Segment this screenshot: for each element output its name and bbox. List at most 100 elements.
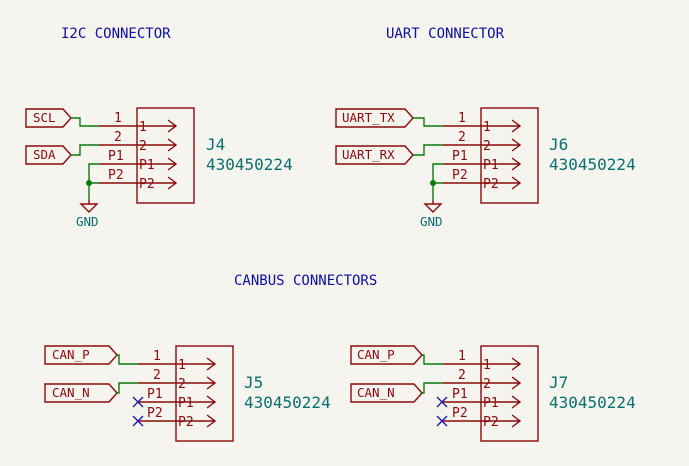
j6-pin-number-1: 1 (458, 111, 466, 126)
j4-pin-number-p1: P1 (108, 149, 124, 164)
no-connect-icon (436, 415, 448, 427)
j5-pin-name-2: 2 (178, 377, 186, 392)
no-connect-icon (132, 396, 144, 408)
j6-part-number: 430450224 (549, 155, 636, 174)
j4-pin-name-p1: P1 (139, 158, 155, 173)
j6-pin-name-p2: P2 (483, 177, 499, 192)
connector-j6[interactable]: 1 2 P1 P2 1 2 P1 P2 J6 430450224 (443, 107, 636, 204)
j6-net-uart-tx[interactable]: UART_TX (335, 108, 443, 128)
j5-pin-name-p2: P2 (178, 415, 194, 430)
j4-pin-name-p2: P2 (139, 177, 155, 192)
wire-can-p (117, 354, 138, 365)
j5-pin-number-p2: P2 (147, 406, 163, 421)
net-label-uart-tx-shape (335, 108, 414, 128)
j5-part-number: 430450224 (244, 393, 331, 412)
uart-section-title: UART CONNECTOR (386, 26, 505, 42)
j4-part-number: 430450224 (206, 155, 293, 174)
j5-pin-name-1: 1 (178, 358, 186, 373)
ground-label: GND (420, 214, 443, 229)
j4-pin-lines (99, 119, 178, 190)
i2c-section-title: I2C CONNECTOR (61, 26, 171, 42)
j4-net-sda[interactable]: SDA (25, 144, 99, 165)
net-label-can-p-shape (44, 345, 118, 365)
j4-pin-name-2: 2 (139, 139, 147, 154)
ground-label: GND (76, 214, 99, 229)
junction-dot (86, 180, 92, 186)
j6-net-uart-rx[interactable]: UART_RX (335, 144, 443, 165)
wire-can-n (117, 382, 138, 394)
j5-net-can-n[interactable]: CAN_N (44, 382, 138, 403)
wire-scl (71, 117, 99, 127)
j5-pin-name-p1: P1 (178, 396, 194, 411)
j6-body (480, 107, 539, 204)
j5-pin-lines (138, 357, 217, 428)
net-label-uart-rx: UART_RX (342, 147, 395, 162)
wire-uart-tx (413, 117, 443, 127)
j6-ground[interactable]: GND (420, 163, 443, 229)
net-label-sda-shape (25, 145, 72, 165)
wire-uart-rx (413, 144, 443, 156)
ground-symbol-icon (79, 200, 99, 213)
j5-pin-number-p1: P1 (147, 387, 163, 402)
j7-pin-lines (443, 357, 522, 428)
net-label-can-p: CAN_P (52, 347, 90, 362)
net-label-sda: SDA (33, 147, 56, 162)
j6-pin-number-p2: P2 (452, 168, 468, 183)
j6-reference: J6 (549, 135, 568, 154)
connector-j5[interactable]: 1 2 P1 P2 1 2 P1 P2 J5 430450224 (132, 345, 331, 442)
j5-reference: J5 (244, 373, 263, 392)
j5-pin-number-2: 2 (153, 368, 161, 383)
j6-pin-name-1: 1 (483, 120, 491, 135)
j4-reference: J4 (206, 135, 225, 154)
net-label-can-n: CAN_N (52, 385, 90, 400)
j7-reference: J7 (549, 373, 568, 392)
net-label-scl-shape (25, 108, 72, 128)
j6-pin-number-p1: P1 (452, 149, 468, 164)
j4-pin-number-p2: P2 (108, 168, 124, 183)
canbus-section-title: CANBUS CONNECTORS (234, 273, 377, 289)
j7-net-can-p[interactable]: CAN_P (350, 345, 443, 365)
connector-j7[interactable]: 1 2 P1 P2 1 2 P1 P2 J7 430450224 (436, 345, 636, 442)
net-label-uart-tx: UART_TX (342, 110, 395, 125)
j5-body (175, 345, 234, 442)
j7-pin-number-1: 1 (458, 349, 466, 364)
net-label-can-n-shape (44, 383, 118, 403)
j7-pin-number-p2: P2 (452, 406, 468, 421)
wire-can-p (422, 354, 443, 365)
j7-part-number: 430450224 (549, 393, 636, 412)
j6-pin-lines (443, 119, 522, 190)
j7-net-can-n[interactable]: CAN_N (350, 382, 443, 403)
j4-pin-name-1: 1 (139, 120, 147, 135)
j7-pin-name-p2: P2 (483, 415, 499, 430)
ground-symbol-icon (423, 200, 443, 213)
j7-pin-name-2: 2 (483, 377, 491, 392)
j5-net-can-p[interactable]: CAN_P (44, 345, 138, 365)
j4-net-scl[interactable]: SCL (25, 108, 99, 128)
j5-pin-number-1: 1 (153, 349, 161, 364)
j6-pin-name-p1: P1 (483, 158, 499, 173)
j7-pin-name-1: 1 (483, 358, 491, 373)
j6-pin-name-2: 2 (483, 139, 491, 154)
j7-pin-number-p1: P1 (452, 387, 468, 402)
net-label-uart-rx-shape (335, 145, 414, 165)
junction-dot (430, 180, 436, 186)
j4-body (136, 107, 195, 204)
net-label-scl: SCL (33, 110, 56, 125)
j7-pin-number-2: 2 (458, 368, 466, 383)
net-label-can-n: CAN_N (357, 385, 395, 400)
j7-pin-name-p1: P1 (483, 396, 499, 411)
j7-body (480, 345, 539, 442)
no-connect-icon (436, 396, 448, 408)
j6-pin-number-2: 2 (458, 130, 466, 145)
no-connect-icon (132, 415, 144, 427)
j4-ground[interactable]: GND (76, 163, 99, 229)
net-label-can-n-shape (350, 383, 423, 403)
j4-pin-number-1: 1 (114, 111, 122, 126)
wire-sda (71, 144, 99, 156)
net-label-can-p: CAN_P (357, 347, 395, 362)
connector-j4[interactable]: 1 2 P1 P2 1 2 P1 P2 J4 430450224 (99, 107, 293, 204)
net-label-can-p-shape (350, 345, 423, 365)
j4-pin-number-2: 2 (114, 130, 122, 145)
